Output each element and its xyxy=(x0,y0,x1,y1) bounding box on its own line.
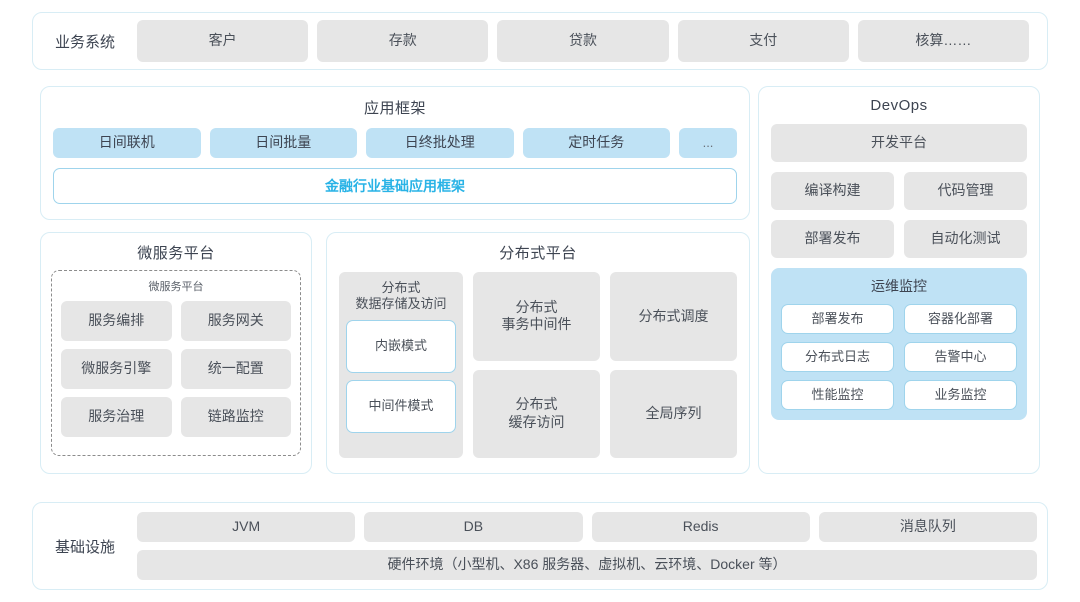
business-systems-panel: 业务系统 客户 存款 贷款 支付 核算…… xyxy=(32,12,1048,70)
microservice-platform-panel: 微服务平台 微服务平台 服务编排 服务网关 微服务引擎 统一配置 服务治理 链路… xyxy=(40,232,312,474)
distributed-item[interactable]: 分布式 缓存访问 xyxy=(473,369,600,458)
storage-mode-embedded[interactable]: 内嵌模式 xyxy=(346,319,456,373)
storage-label-line1: 分布式 xyxy=(381,280,421,295)
business-systems-chip-list: 客户 存款 贷款 支付 核算…… xyxy=(137,20,1037,62)
distributed-data-storage-label: 分布式 数据存储及访问 xyxy=(346,280,456,313)
microservice-platform-title: 微服务平台 xyxy=(137,245,215,262)
hardware-environment-bar[interactable]: 硬件环境（小型机、X86 服务器、虚拟机、云环境、Docker 等） xyxy=(137,550,1037,580)
infrastructure-label: 基础设施 xyxy=(54,538,115,556)
devops-item[interactable]: 自动化测试 xyxy=(904,220,1027,258)
business-system-item[interactable]: 核算…… xyxy=(857,20,1030,62)
microservice-item[interactable]: 链路监控 xyxy=(180,397,291,437)
ops-monitoring-group: 运维监控 部署发布 容器化部署 分布式日志 告警中心 性能监控 业务监控 xyxy=(771,268,1027,420)
ops-item[interactable]: 告警中心 xyxy=(904,342,1017,372)
microservice-sub-title: 微服务平台 xyxy=(148,281,204,293)
app-framework-item-more[interactable]: ... xyxy=(679,128,737,158)
devops-row: 编译构建 代码管理 xyxy=(771,172,1027,210)
distributed-item-line2: 缓存访问 xyxy=(508,413,565,430)
app-framework-item[interactable]: 日终批处理 xyxy=(366,128,514,158)
microservice-item[interactable]: 微服务引擎 xyxy=(61,349,172,389)
middle-section: 应用框架 日间联机 日间批量 日终批处理 定时任务 ... 金融行业基础应用框架… xyxy=(32,86,1048,490)
financial-base-framework-bar[interactable]: 金融行业基础应用框架 xyxy=(53,168,737,204)
application-framework-title: 应用框架 xyxy=(363,100,426,117)
microservice-item[interactable]: 统一配置 xyxy=(180,349,291,389)
distributed-item-line1: 分布式 xyxy=(515,396,558,413)
devops-item[interactable]: 部署发布 xyxy=(771,220,894,258)
platform-column-left: 应用框架 日间联机 日间批量 日终批处理 定时任务 ... 金融行业基础应用框架… xyxy=(40,86,750,490)
microservice-item[interactable]: 服务网关 xyxy=(180,301,291,341)
business-system-item[interactable]: 客户 xyxy=(137,20,309,62)
microservice-dashed-group: 微服务平台 服务编排 服务网关 微服务引擎 统一配置 服务治理 链路监控 xyxy=(51,270,301,456)
infrastructure-panel: 基础设施 JVM DB Redis 消息队列 硬件环境（小型机、X86 服务器、… xyxy=(32,502,1048,590)
distributed-storage-column: 分布式 数据存储及访问 内嵌模式 中间件模式 xyxy=(339,272,463,458)
application-framework-panel: 应用框架 日间联机 日间批量 日终批处理 定时任务 ... 金融行业基础应用框架 xyxy=(40,86,750,220)
application-framework-chip-list: 日间联机 日间批量 日终批处理 定时任务 ... xyxy=(53,128,737,158)
app-framework-item[interactable]: 日间联机 xyxy=(53,128,201,158)
infrastructure-item[interactable]: 消息队列 xyxy=(818,512,1037,542)
ops-item[interactable]: 部署发布 xyxy=(781,304,894,334)
distributed-item-line1: 分布式 xyxy=(515,298,558,315)
distributed-item-line1: 全局序列 xyxy=(645,405,702,421)
microservice-chip-grid: 服务编排 服务网关 微服务引擎 统一配置 服务治理 链路监控 xyxy=(61,301,291,437)
devops-row: 部署发布 自动化测试 xyxy=(771,220,1027,258)
distributed-item[interactable]: 全局序列 xyxy=(610,369,737,458)
distributed-platform-panel: 分布式平台 分布式 数据存储及访问 内嵌模式 中间件模式 xyxy=(326,232,750,474)
infrastructure-item[interactable]: DB xyxy=(364,512,583,542)
ops-item[interactable]: 容器化部署 xyxy=(904,304,1017,334)
infrastructure-chip-list: JVM DB Redis 消息队列 xyxy=(137,512,1037,542)
business-system-item[interactable]: 支付 xyxy=(677,20,849,62)
distributed-item[interactable]: 分布式 事务中间件 xyxy=(473,272,600,361)
ops-item[interactable]: 业务监控 xyxy=(904,380,1017,410)
devops-panel: DevOps 开发平台 编译构建 代码管理 部署发布 自动化测试 运维监控 部署… xyxy=(758,86,1040,474)
devops-item[interactable]: 编译构建 xyxy=(771,172,894,210)
storage-label-line2: 数据存储及访问 xyxy=(355,296,447,312)
distributed-body: 分布式 数据存储及访问 内嵌模式 中间件模式 分布式 事务中间件 xyxy=(339,272,737,458)
devops-item[interactable]: 代码管理 xyxy=(904,172,1027,210)
infrastructure-item[interactable]: Redis xyxy=(591,512,810,542)
distributed-item[interactable]: 分布式调度 xyxy=(610,272,737,361)
distributed-platform-title: 分布式平台 xyxy=(499,245,577,262)
ops-item[interactable]: 性能监控 xyxy=(781,380,894,410)
infrastructure-item[interactable]: JVM xyxy=(137,512,356,542)
devops-column: DevOps 开发平台 编译构建 代码管理 部署发布 自动化测试 运维监控 部署… xyxy=(758,86,1040,490)
distributed-item-grid: 分布式 事务中间件 分布式调度 分布式 缓存访问 xyxy=(473,272,737,458)
storage-mode-middleware[interactable]: 中间件模式 xyxy=(346,379,456,433)
app-framework-item[interactable]: 定时任务 xyxy=(522,128,670,158)
distributed-item-line2: 事务中间件 xyxy=(501,316,572,333)
microservice-item[interactable]: 服务编排 xyxy=(61,301,172,341)
business-system-item[interactable]: 存款 xyxy=(317,20,489,62)
devops-dev-platform[interactable]: 开发平台 xyxy=(771,124,1027,162)
app-framework-item[interactable]: 日间批量 xyxy=(209,128,357,158)
infrastructure-content: JVM DB Redis 消息队列 硬件环境（小型机、X86 服务器、虚拟机、云… xyxy=(137,512,1047,580)
business-systems-label: 业务系统 xyxy=(54,33,115,51)
distributed-item-line1: 分布式调度 xyxy=(638,307,709,324)
distributed-data-storage-box[interactable]: 分布式 数据存储及访问 内嵌模式 中间件模式 xyxy=(339,272,463,458)
business-system-item[interactable]: 贷款 xyxy=(497,20,669,62)
ops-item[interactable]: 分布式日志 xyxy=(781,342,894,372)
devops-title: DevOps xyxy=(870,97,928,114)
ops-monitoring-grid: 部署发布 容器化部署 分布式日志 告警中心 性能监控 业务监控 xyxy=(781,304,1017,410)
ops-monitoring-title: 运维监控 xyxy=(871,278,927,294)
microservice-item[interactable]: 服务治理 xyxy=(61,397,172,437)
